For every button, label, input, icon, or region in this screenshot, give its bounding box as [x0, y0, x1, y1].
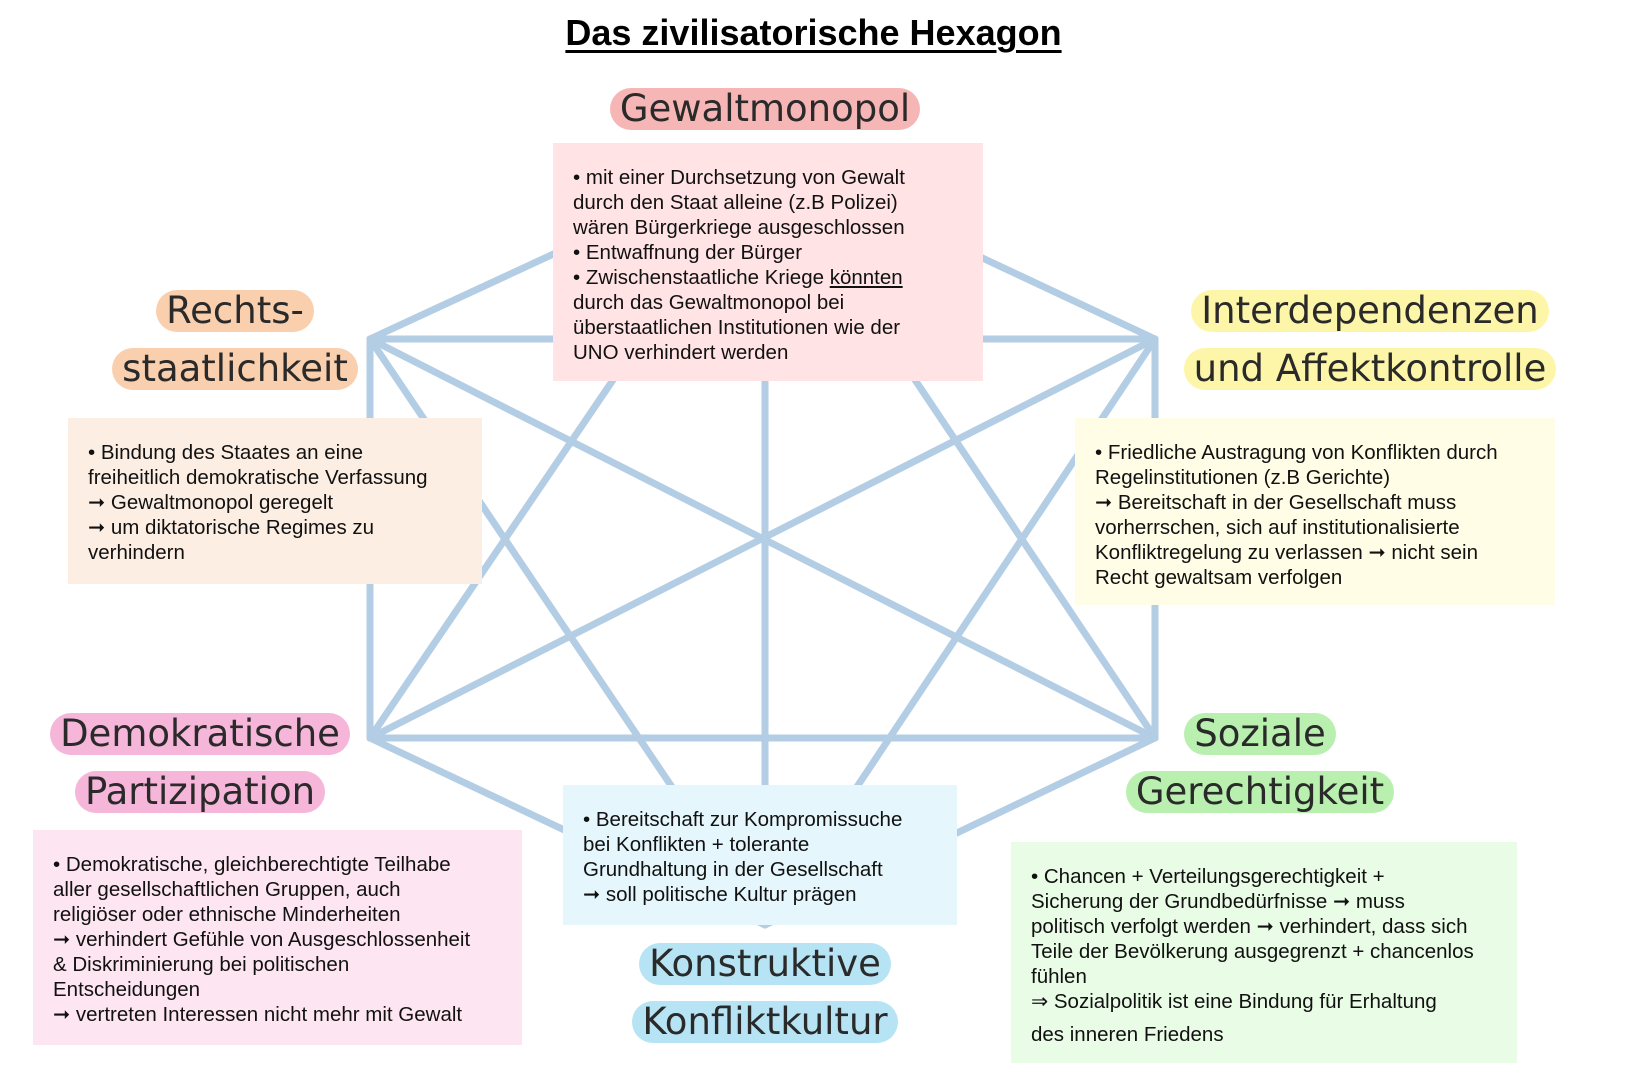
label-soziale-gerechtigkeit: Soziale Gerechtigkeit: [1110, 705, 1410, 821]
text-line: • Bindung des Staates an eine: [88, 441, 364, 464]
text-line: vorherrschen, sich auf institutionalisie…: [1095, 516, 1460, 539]
text-line: des inneren Friedens: [1031, 1023, 1224, 1046]
label-konfliktkultur-line1: Konstruktive: [639, 943, 891, 985]
text-line: • mit einer Durchsetzung von Gewalt: [573, 166, 905, 189]
text-line: ➞ soll politische Kultur prägen: [583, 883, 857, 906]
text-line: ⇒ Sozialpolitik ist eine Bindung für Erh…: [1031, 990, 1437, 1013]
text-line: Grundhaltung in der Gesellschaft: [583, 858, 883, 881]
box-demokratische-partizipation: • Demokratische, gleichberechtigte Teilh…: [33, 830, 522, 1045]
diag-tr-bl: [366, 335, 1159, 742]
text-line: • Entwaffnung der Bürger: [573, 241, 803, 264]
text-line: religiöser oder ethnische Minderheiten: [53, 903, 401, 926]
text-line: • Friedliche Austragung von Konflikten d…: [1095, 441, 1498, 464]
text-line: ➞ Bereitschaft in der Gesellschaft muss: [1095, 491, 1457, 514]
page-title: Das zivilisatorische Hexagon: [565, 12, 1062, 53]
text-line: Sicherung der Grundbedürfnisse ➞ muss: [1031, 890, 1405, 913]
text-line: • Demokratische, gleichberechtigte Teilh…: [53, 853, 451, 876]
label-gewaltmonopol: Gewaltmonopol: [565, 80, 965, 138]
label-demokratische-partizipation-line2: Partizipation: [74, 771, 326, 813]
box-gewaltmonopol: • mit einer Durchsetzung von Gewalt durc…: [553, 143, 983, 381]
text-line: Regelinstitutionen (z.B Gerichte): [1095, 466, 1391, 489]
text-line: Entscheidungen: [53, 978, 201, 1001]
text-line: • Chancen + Verteilungsgerechtigkeit +: [1031, 865, 1385, 888]
text-line: • Bereitschaft zur Kompromissuche: [583, 808, 903, 831]
box-rechtsstaatlichkeit: • Bindung des Staates an eine freiheitli…: [68, 418, 482, 584]
text-line: wären Bürgerkriege ausgeschlossen: [573, 216, 905, 239]
label-konfliktkultur-line2: Konfliktkultur: [632, 1001, 898, 1043]
label-demokratische-partizipation: Demokratische Partizipation: [40, 705, 360, 821]
box-soziale-gerechtigkeit: • Chancen + Verteilungsgerechtigkeit + S…: [1011, 842, 1517, 1063]
label-rechtsstaatlichkeit-line2: staatlichkeit: [112, 348, 358, 390]
label-soziale-gerechtigkeit-line1: Soziale: [1184, 713, 1336, 755]
label-demokratische-partizipation-line1: Demokratische: [50, 713, 350, 755]
text-line: ➞ Gewaltmonopol geregelt: [88, 491, 334, 514]
text-line: Teile der Bevölkerung ausgegrenzt + chan…: [1031, 940, 1474, 963]
text-line: ➞ vertreten Interessen nicht mehr mit Ge…: [53, 1003, 463, 1026]
text-line: ➞ um diktatorische Regimes zu: [88, 516, 375, 539]
label-rechtsstaatlichkeit-line1: Rechts-: [156, 290, 314, 332]
text-line: ➞ verhindert Gefühle von Ausgeschlossenh…: [53, 928, 471, 951]
text-line: politisch verfolgt werden ➞ verhindert, …: [1031, 915, 1468, 938]
text-line: Konfliktregelung zu verlassen ➞ nicht se…: [1095, 541, 1478, 564]
box-interdependenzen: • Friedliche Austragung von Konflikten d…: [1075, 418, 1555, 605]
text-line: bei Konflikten + tolerante: [583, 833, 810, 856]
underlined-word: könnten: [829, 266, 903, 289]
text-line: • Zwischenstaatliche Kriege könnten: [573, 265, 963, 290]
text-line: fühlen: [1031, 965, 1087, 988]
label-interdependenzen-line1: Interdependenzen: [1191, 290, 1549, 332]
label-soziale-gerechtigkeit-line2: Gerechtigkeit: [1125, 771, 1395, 813]
box-konfliktkultur: • Bereitschaft zur Kompromissuche bei Ko…: [563, 785, 957, 925]
text-line: Recht gewaltsam verfolgen: [1095, 566, 1343, 589]
text-line: durch den Staat alleine (z.B Polizei): [573, 191, 898, 214]
label-konfliktkultur: Konstruktive Konfliktkultur: [590, 935, 940, 1051]
text-line: verhindern: [88, 541, 185, 564]
text-line: UNO verhindert werden: [573, 341, 789, 364]
label-gewaltmonopol-line1: Gewaltmonopol: [609, 88, 921, 130]
text-line: durch das Gewaltmonopol bei: [573, 291, 845, 314]
text-line: & Diskriminierung bei politischen: [53, 953, 350, 976]
text-line: aller gesellschaftlichen Gruppen, auch: [53, 878, 401, 901]
label-rechtsstaatlichkeit: Rechts- staatlichkeit: [100, 282, 370, 398]
label-interdependenzen-line2: und Affektkontrolle: [1183, 348, 1557, 390]
text-line: freiheitlich demokratische Verfassung: [88, 466, 428, 489]
text-fragment: • Zwischenstaatliche Kriege: [573, 266, 830, 289]
label-interdependenzen: Interdependenzen und Affektkontrolle: [1160, 282, 1580, 398]
text-line: überstaatlichen Institutionen wie der: [573, 316, 901, 339]
